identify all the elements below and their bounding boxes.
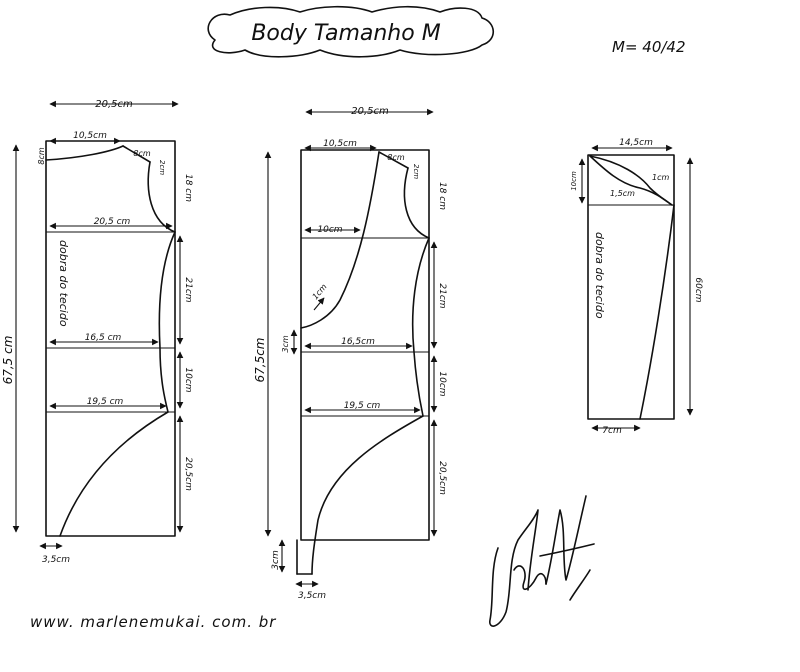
sleeve-pattern: 14,5cm 1,5cm 1cm 10cm dobra do tecido 60… [570,138,703,436]
back-neck-depth-label: 10cm [317,225,342,235]
sleeve-fold-label: dobra do tecido [593,232,606,319]
back-seg-1: 21cm [437,283,447,308]
back-pattern: 20,5cm 10,5cm 8cm 2cm 18 cm 10cm 1cm 3cm… [253,106,447,601]
front-shoulder: 8cm [133,149,150,158]
front-seg-2: 10cm [183,367,193,392]
front-pattern: 20,5cm 10,5cm 8cm 8cm 2cm 18 cm 20,5 cm … [1,99,193,565]
front-bust-width: 20,5 cm [94,217,131,227]
back-hip-width: 19,5 cm [344,401,381,411]
back-curve-note: 1cm [311,282,329,301]
back-shoulder: 8cm [387,153,404,162]
size-note: M= 40/42 [612,38,686,56]
sleeve-top-width: 14,5cm [619,138,653,148]
front-neck-width: 10,5cm [73,131,107,141]
front-total-length: 67,5 cm [1,336,15,385]
sleeve-length: 60cm [693,277,703,302]
front-seg-1: 21cm [183,277,193,302]
website-url: www. marlenemukai. com. br [30,613,276,631]
front-crotch-width: 3,5cm [42,555,70,565]
back-shoulder-drop: 2cm [412,164,420,179]
page-title: Body Tamanho M [251,21,440,46]
title-cloud: Body Tamanho M [207,5,495,58]
front-top-width: 20,5cm [95,99,133,110]
sleeve-curve-back: 1cm [652,173,669,182]
back-side-offset: 3cm [281,335,290,352]
back-neck-width: 10,5cm [323,139,357,149]
back-crotch-height: 3cm [271,550,281,570]
front-fold-label: dobra do tecido [57,240,70,327]
front-neck-depth: 8cm [37,147,46,164]
sleeve-frame [587,154,675,420]
back-armhole: 18 cm [437,182,447,210]
front-waist-width: 16,5 cm [85,333,122,343]
back-seg-2: 10cm [437,371,447,396]
front-hip-width: 19,5 cm [87,397,124,407]
front-shoulder-drop: 2cm [158,160,166,175]
back-top-width: 20,5cm [351,106,389,117]
front-seg-3: 20,5cm [183,457,193,491]
sleeve-curve-front: 1,5cm [610,189,635,198]
back-seg-3: 20,5cm [437,461,447,495]
sleeve-cap-height: 10cm [570,171,578,191]
sleeve-bottom-width: 7cm [602,426,622,436]
front-armhole: 18 cm [183,174,193,202]
back-total-length: 67,5cm [253,337,267,382]
back-waist-width: 16,5cm [341,337,375,347]
back-crotch-width: 3,5cm [298,591,326,601]
signature [489,495,595,627]
